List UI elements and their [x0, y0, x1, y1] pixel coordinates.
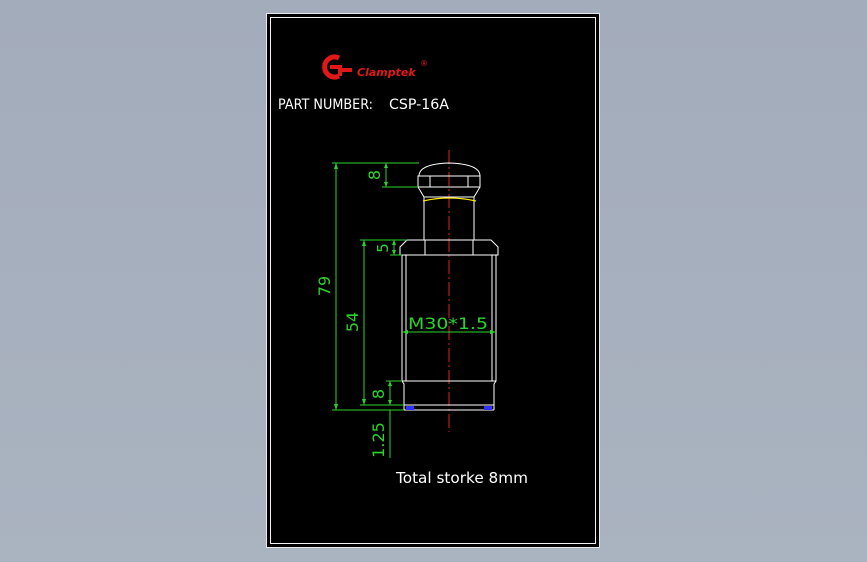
dim-body-length: 54	[343, 312, 362, 332]
cap-dome	[418, 162, 481, 177]
logo-g-icon	[322, 54, 352, 80]
part-number-value: CSP-16A	[389, 97, 449, 113]
dim-cap-height: 8	[365, 170, 384, 180]
logo-text: Clamptek	[357, 66, 416, 79]
dim-thread: M30*1.5	[408, 314, 488, 333]
cap-hex	[417, 175, 481, 188]
base	[401, 380, 497, 406]
dim-nut-height: 5	[374, 243, 392, 253]
clamptek-logo: Clamptek ®	[322, 54, 428, 80]
registered-mark: ®	[420, 59, 428, 68]
seal-ring	[422, 197, 477, 202]
dim-overall-height: 79	[315, 276, 334, 296]
sheet-border	[270, 17, 596, 544]
stroke-note: Total storke 8mm	[395, 469, 528, 487]
dimension-arrows	[334, 163, 496, 410]
dimension-lines	[332, 162, 496, 458]
base-pad-right	[484, 406, 492, 410]
threaded-body	[401, 254, 497, 382]
base-pad-left	[406, 406, 414, 410]
drawing-sheet	[266, 13, 600, 548]
dim-base-height: 8	[369, 389, 388, 399]
part-number-label: PART NUMBER:	[278, 97, 373, 113]
dim-pad-thickness: 1.25	[369, 422, 388, 458]
